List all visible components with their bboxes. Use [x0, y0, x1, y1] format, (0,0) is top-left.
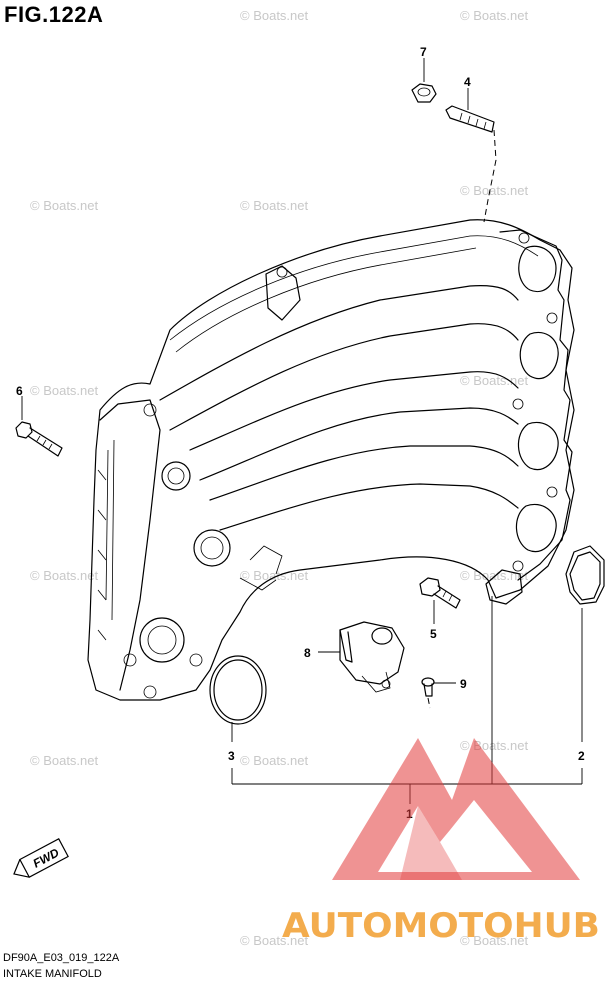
screw-part-9: [421, 677, 456, 709]
callout-6: 6: [16, 384, 23, 398]
watermark: © Boats.net: [240, 8, 309, 23]
watermark: © Boats.net: [240, 198, 309, 213]
callouts: 7 4 6 5 8 9 3 2 1: [16, 45, 585, 821]
callout-3: 3: [228, 749, 235, 763]
nut-part-7: [411, 58, 437, 103]
watermark: © Boats.net: [30, 198, 99, 213]
sensor-part-8: [318, 621, 405, 693]
logo-text: AUTOMOTOHUB: [282, 906, 600, 946]
watermark: © Boats.net: [460, 183, 529, 198]
watermark: © Boats.net: [30, 383, 99, 398]
watermark: © Boats.net: [240, 753, 309, 768]
fwd-arrow-icon: FWD: [13, 838, 69, 878]
figure-title: FIG.122A: [4, 2, 104, 27]
gasket-part-2: [565, 545, 605, 742]
watermark: © Boats.net: [460, 373, 529, 388]
intake-manifold-body: [87, 219, 575, 701]
figure-caption: INTAKE MANIFOLD: [3, 968, 102, 980]
bolt-part-5: [419, 577, 461, 624]
callout-4: 4: [464, 75, 471, 89]
watermark: © Boats.net: [460, 933, 529, 948]
watermarks: © Boats.net © Boats.net © Boats.net © Bo…: [30, 8, 529, 948]
figure-code: DF90A_E03_019_122A: [3, 952, 120, 964]
watermark: © Boats.net: [460, 8, 529, 23]
watermark: © Boats.net: [30, 568, 99, 583]
watermark: © Boats.net: [460, 568, 529, 583]
bolt-part-6: [15, 396, 63, 457]
callout-9: 9: [460, 677, 467, 691]
callout-8: 8: [304, 646, 311, 660]
round-gasket-part-3: [209, 655, 267, 742]
callout-5: 5: [430, 627, 437, 641]
callout-2: 2: [578, 749, 585, 763]
callout-7: 7: [420, 45, 427, 59]
watermark: © Boats.net: [240, 933, 309, 948]
watermark: © Boats.net: [30, 753, 99, 768]
automotohub-logo: AUTOMOTOHUB: [282, 738, 600, 946]
stud-part-4: [445, 88, 497, 223]
